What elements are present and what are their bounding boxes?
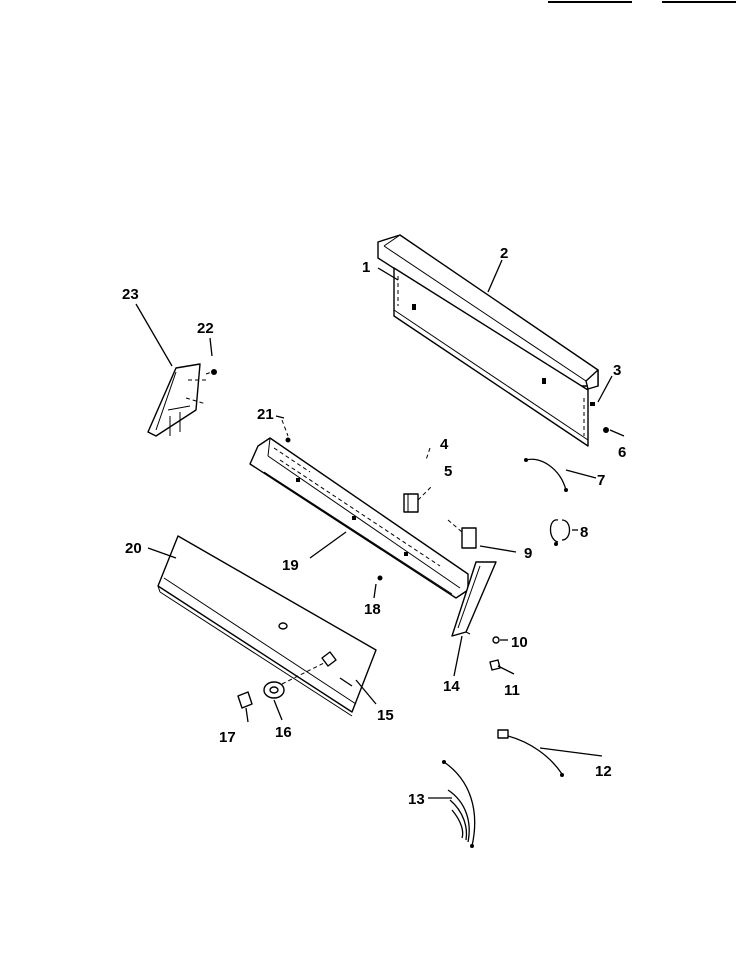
label-7: 7: [597, 472, 605, 489]
leader-lines: [135, 259, 625, 799]
part-21-screw: [281, 419, 291, 443]
part-10-screw: [492, 636, 500, 644]
label-18: 18: [364, 601, 381, 618]
label-9: 9: [524, 545, 532, 562]
label-17: 17: [219, 729, 236, 746]
label-19: 19: [282, 557, 299, 574]
label-13: 13: [408, 791, 425, 808]
part-19-control-panel: [249, 437, 469, 599]
part-3-clip: [590, 402, 595, 406]
part-23-end-bracket-left: [147, 363, 207, 437]
part-8-wire-clip: [549, 519, 571, 546]
label-8: 8: [580, 524, 588, 541]
label-10: 10: [511, 634, 528, 651]
part-9-terminal-block: [447, 519, 477, 549]
label-14: 14: [443, 678, 460, 695]
part-13-wiring-harness: [442, 760, 476, 848]
part-4-clip: [425, 447, 431, 461]
part-14-end-bracket-right: [451, 561, 497, 637]
label-20: 20: [125, 540, 142, 557]
part-15-clip: [321, 651, 353, 687]
label-6: 6: [618, 444, 626, 461]
label-12: 12: [595, 763, 612, 780]
part-11-clip: [489, 659, 501, 671]
label-1: 1: [362, 259, 370, 276]
part-16-knob: [263, 661, 327, 699]
label-11: 11: [504, 682, 520, 699]
part-2-top-trim: [377, 234, 599, 390]
part-6-screw: [603, 427, 609, 433]
part-1-backguard-panel: [393, 267, 589, 447]
part-12-wire: [497, 729, 564, 777]
part-5-switch: [403, 485, 433, 513]
label-3: 3: [613, 362, 621, 379]
label-16: 16: [275, 724, 292, 741]
part-7-wire: [524, 458, 568, 492]
part-22-screw: [205, 369, 217, 375]
part-18-screw: [377, 575, 383, 581]
label-5: 5: [444, 463, 452, 480]
part-17-bezel: [237, 691, 253, 709]
label-4: 4: [440, 436, 449, 453]
part-20-lower-panel: [157, 535, 377, 717]
label-21: 21: [257, 406, 274, 423]
label-23: 23: [122, 286, 139, 303]
label-15: 15: [377, 707, 394, 724]
callout-labels: 1 2 3 4 5 6 7 8 9 10 11 12 13 14 15 16 1…: [122, 245, 626, 808]
label-22: 22: [197, 320, 214, 337]
label-2: 2: [500, 245, 508, 262]
